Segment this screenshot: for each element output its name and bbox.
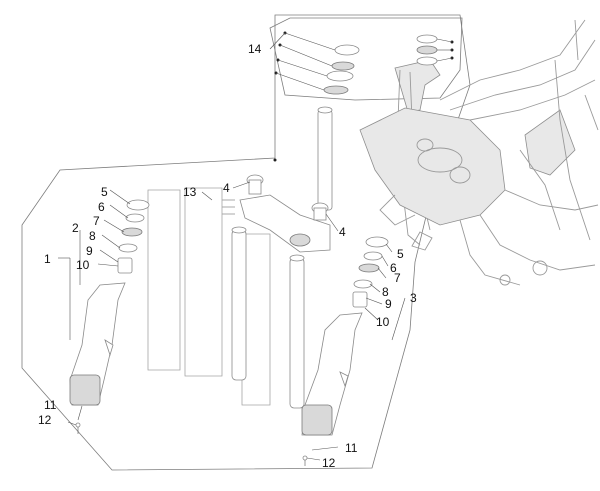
callout-2: 2 [72, 221, 79, 235]
headset-group-boundary [269, 17, 463, 101]
callout-9-left: 9 [86, 244, 93, 258]
callout-7-left: 7 [93, 214, 100, 228]
callout-4-upper: 4 [223, 181, 230, 195]
fork-tubes [231, 226, 305, 409]
fork-tube-left-panel [147, 189, 181, 371]
callout-8-right: 8 [382, 285, 389, 299]
headset-bearing-set [274, 31, 360, 95]
callout-3: 3 [410, 291, 417, 305]
leader-lines [58, 32, 406, 461]
callout-7-right: 7 [394, 271, 401, 285]
callout-8-left: 8 [89, 229, 96, 243]
fork-tube-center-panel [184, 187, 223, 377]
callout-6-left: 6 [98, 200, 105, 214]
headset-bearings-right [416, 34, 454, 66]
callout-1: 1 [44, 252, 51, 266]
scooter-frame [359, 19, 599, 286]
callout-5-left: 5 [101, 185, 108, 199]
callout-14: 14 [248, 42, 262, 56]
callout-11-right: 11 [345, 441, 358, 455]
callout-10-right: 10 [376, 315, 390, 329]
callout-6-right: 6 [390, 261, 397, 275]
callout-11-left: 11 [44, 398, 57, 412]
callout-12-left: 12 [38, 413, 52, 427]
callout-10-left: 10 [76, 258, 90, 272]
callout-12-right: 12 [322, 456, 336, 470]
callout-4-lower: 4 [339, 225, 346, 239]
steering-stem [210, 106, 333, 253]
right-fork-leg [301, 236, 389, 466]
callout-9-right: 9 [385, 297, 392, 311]
left-fork-leg [69, 199, 150, 434]
callout-13: 13 [183, 185, 197, 199]
callout-5-right: 5 [397, 247, 404, 261]
